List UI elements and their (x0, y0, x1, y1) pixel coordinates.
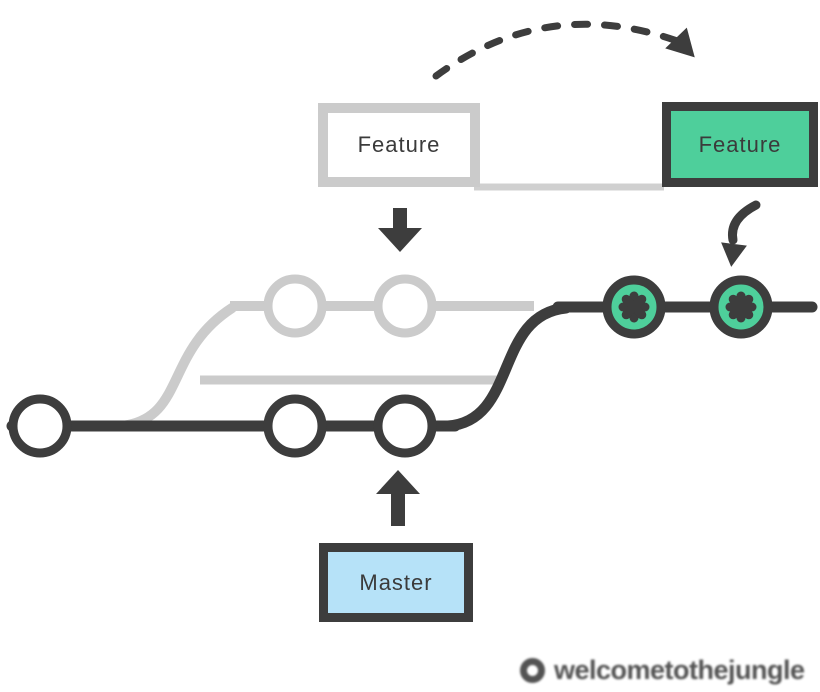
old-feature-commit-1 (263, 274, 327, 338)
watermark-text: welcometothejungle (554, 654, 805, 685)
curved-down-arrow-icon (721, 200, 761, 267)
old-feature-branch (117, 183, 664, 431)
down-arrow-icon (378, 208, 422, 252)
old-feature-commit-2 (373, 274, 437, 338)
asterisk-commit-icon (725, 291, 757, 323)
master-commit-2 (263, 394, 327, 458)
old-feature-label-box: Feature (318, 103, 480, 187)
rebase-arc-arrowhead (665, 27, 695, 58)
dashed-arc-arrow-icon (432, 20, 695, 80)
master-label: Master (359, 569, 433, 595)
master-commit-3 (373, 394, 437, 458)
rebased-commit-2 (709, 275, 773, 339)
master-label-box: Master (319, 543, 473, 622)
master-commit-1 (8, 394, 72, 458)
up-arrow-icon (376, 470, 420, 526)
old-fork-curve (117, 303, 237, 431)
asterisk-commit-icon (618, 291, 650, 323)
new-feature-label-box: Feature (662, 102, 818, 187)
rebase-fork-curve (442, 302, 572, 432)
circle-logo-icon (520, 657, 545, 683)
rebased-commit-1 (602, 275, 666, 339)
rebase-arc-path (432, 20, 684, 80)
new-feature-label: Feature (698, 131, 782, 157)
watermark: welcometothejungle (520, 650, 812, 690)
old-feature-label: Feature (357, 132, 441, 157)
